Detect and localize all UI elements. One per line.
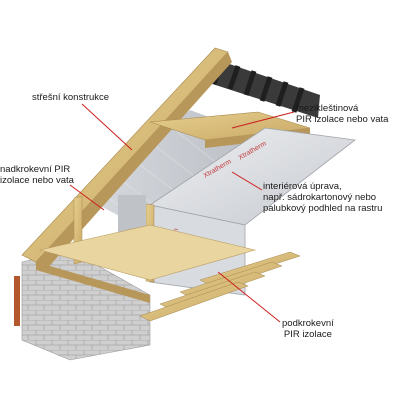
label-under-rafter: podkrokevní PIR izolace	[282, 318, 334, 340]
leader-interior	[231, 171, 263, 191]
label-roof-structure: střešní konstrukce	[32, 92, 109, 103]
label-interior-line1: interiérová úprava,	[263, 181, 342, 192]
leader-between-rafter	[69, 184, 105, 211]
rafter	[21, 47, 232, 272]
label-under-rafter-line2: PIR izolace	[283, 329, 332, 340]
label-between-rafter: nadkrokevní PIR izolace nebo vata	[0, 164, 74, 186]
leader-between-collar	[231, 111, 295, 129]
label-between-collar-line1: mezikleštinová	[296, 103, 359, 114]
label-interior: interiérová úprava, např. sádrokartonový…	[263, 181, 382, 214]
label-between-rafter-line1: nadkrokevní PIR	[0, 164, 71, 175]
label-roof-structure-text: střešní konstrukce	[32, 92, 110, 103]
label-between-collar: mezikleštinová PIR izolace nebo vata	[296, 103, 388, 125]
label-interior-line2: např. sádrokartonový nebo	[263, 192, 377, 203]
label-between-rafter-line2: izolace nebo vata	[0, 175, 74, 186]
floor-joists	[36, 224, 301, 322]
leader-under-rafter	[217, 271, 281, 323]
leader-lines	[69, 103, 295, 323]
leader-roof-structure	[81, 103, 133, 151]
label-interior-line3: palubkový podhled na rastru	[263, 203, 383, 214]
label-under-rafter-line1: podkrokevní	[282, 318, 334, 329]
label-between-collar-line2: PIR izolace nebo vata	[296, 114, 389, 125]
